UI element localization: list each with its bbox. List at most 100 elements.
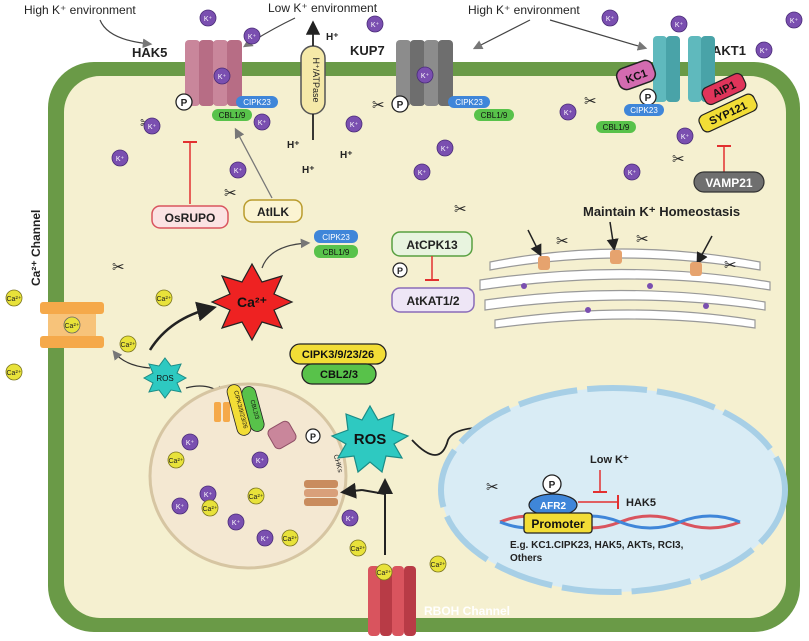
potassium-ion: K⁺: [253, 113, 271, 131]
hak5-label: HAK5: [132, 45, 167, 60]
ca-burst-label: Ca²⁺: [237, 294, 267, 310]
svg-text:Ca²⁺: Ca²⁺: [7, 370, 22, 377]
low-k-nucleus-label: Low K⁺: [590, 454, 629, 466]
svg-text:Ca²⁺: Ca²⁺: [157, 296, 172, 303]
atilk-label: AtILK: [257, 205, 289, 219]
aip1-box: [701, 72, 747, 106]
rboh-channel-label: RBOH Channel: [424, 604, 510, 618]
svg-text:K⁺: K⁺: [441, 146, 450, 153]
tpk-channel: [304, 480, 338, 506]
svg-text:Ca²⁺: Ca²⁺: [283, 536, 298, 543]
promoter-box: [523, 512, 593, 534]
hak5-cipk23-label: CIPK23: [243, 98, 271, 107]
svg-text:Ca²⁺: Ca²⁺: [249, 494, 264, 501]
ros-small: [142, 357, 188, 399]
svg-text:K⁺: K⁺: [418, 170, 427, 177]
ros-to-tpk-arrow: [340, 482, 363, 499]
svg-text:K⁺: K⁺: [371, 22, 380, 29]
potassium-ion: K⁺: [785, 11, 803, 29]
vamp21-box: [693, 171, 765, 193]
ca-to-cipk23-arrow: [261, 238, 311, 269]
kc1-subunit: [615, 59, 657, 91]
vac-cbl-label: CBL2/3: [248, 399, 259, 421]
kup7-phospho-label: P: [397, 100, 404, 111]
cipk-group-label: CIPK3/9/23/26: [302, 349, 374, 361]
afr2-phospho-label: P: [549, 480, 556, 491]
potassium-ion: K⁺: [623, 163, 641, 181]
svg-text:K⁺: K⁺: [258, 120, 267, 127]
potassium-ion: K⁺: [143, 117, 161, 135]
calcium-ion: Ca²⁺: [281, 529, 299, 547]
svg-text:K⁺: K⁺: [232, 520, 241, 527]
homeostasis-arrow-3: [696, 235, 713, 265]
atkat12-label: AtKAT1/2: [406, 294, 459, 308]
ros-to-ca-channel-arrow: [112, 350, 151, 369]
potassium-ion: K⁺: [676, 127, 694, 145]
atkat-phospho-label: P: [397, 266, 403, 276]
homeostasis-arrow-1: [527, 229, 542, 257]
svg-text:K⁺: K⁺: [261, 536, 270, 543]
calcium-ion: Ca²⁺: [167, 451, 185, 469]
nucleus: [438, 385, 788, 595]
kup7-cbl: [474, 109, 514, 121]
vacuole-transporter: [267, 420, 297, 450]
target-genes-line1: E.g. KC1.CIPK23, HAK5, AKTs, RCI3,: [510, 540, 684, 551]
akt1-cbl: [596, 121, 636, 133]
atkat12-box: [391, 287, 475, 313]
potassium-ion: K⁺: [227, 513, 245, 531]
potassium-ion: K⁺: [341, 509, 359, 527]
scissors-icon: ✂: [112, 259, 125, 276]
potassium-ion: K⁺: [436, 139, 454, 157]
svg-text:Ca²⁺: Ca²⁺: [431, 562, 446, 569]
scissors-icon: ✂: [556, 233, 569, 250]
potassium-ion: K⁺: [559, 103, 577, 121]
ros-small-label: ROS: [156, 374, 173, 383]
atkat-phospho: [392, 262, 408, 278]
calcium-ion: Ca²⁺: [349, 539, 367, 557]
atcpk13-label: AtCPK13: [406, 238, 458, 252]
potassium-ion: K⁺: [229, 161, 247, 179]
svg-text:K⁺: K⁺: [116, 156, 125, 163]
potassium-ion: K⁺: [199, 9, 217, 27]
afr2-label: AFR2: [540, 501, 567, 512]
svg-text:Ca²⁺: Ca²⁺: [169, 458, 184, 465]
potassium-ion: K⁺: [199, 485, 217, 503]
scissors-icon: ✂: [454, 201, 467, 218]
potassium-ion: K⁺: [755, 41, 773, 59]
potassium-ion: K⁺: [171, 497, 189, 515]
afr2-phospho: [542, 474, 562, 494]
high-k-environment-right: High K⁺ environment: [468, 3, 580, 17]
potassium-ion: K⁺: [416, 66, 434, 84]
svg-text:K⁺: K⁺: [346, 516, 355, 523]
low-k-environment: Low K⁺ environment: [268, 1, 378, 15]
svg-text:Ca²⁺: Ca²⁺: [121, 342, 136, 349]
svg-text:K⁺: K⁺: [421, 73, 430, 80]
ions-layer: K⁺ K⁺ K⁺ K⁺ K⁺ K⁺ K⁺ K⁺ K⁺ K⁺ K⁺ K⁺ K⁺ K⁺ K⁺ K⁺ K⁺ K⁺ K⁺ K⁺…: [5, 9, 803, 581]
homeostasis-label: Maintain K⁺ Homeostasis: [583, 204, 740, 219]
potassium-ion: K⁺: [601, 9, 619, 27]
svg-text:K⁺: K⁺: [176, 504, 185, 511]
er-channel-1: [538, 256, 550, 270]
svg-text:K⁺: K⁺: [204, 492, 213, 499]
potassium-ion: K⁺: [213, 67, 231, 85]
er-k-dot-4: [703, 303, 709, 309]
ca-cbl: [314, 245, 358, 258]
svg-text:K⁺: K⁺: [148, 124, 157, 131]
scissors-icon: ✂: [672, 151, 685, 168]
vacuole: [148, 382, 348, 570]
arrow-high-k-to-akt1: [549, 19, 648, 51]
osrupo-label: OsRUPO: [165, 211, 216, 225]
kup7-label: KUP7: [350, 43, 385, 58]
hak5-cbl: [212, 109, 252, 121]
scissors-icon: ✂: [224, 185, 237, 202]
ca-channel-ion: [63, 316, 81, 334]
svg-text:K⁺: K⁺: [218, 74, 227, 81]
svg-text:K⁺: K⁺: [234, 168, 243, 175]
er-k-dot-3: [647, 283, 653, 289]
ros-big-label: ROS: [354, 431, 387, 448]
ca-cipk23: [314, 230, 358, 243]
svg-text:K⁺: K⁺: [248, 34, 257, 41]
akt1-label: AKT1: [712, 43, 746, 58]
svg-text:K⁺: K⁺: [256, 458, 265, 465]
